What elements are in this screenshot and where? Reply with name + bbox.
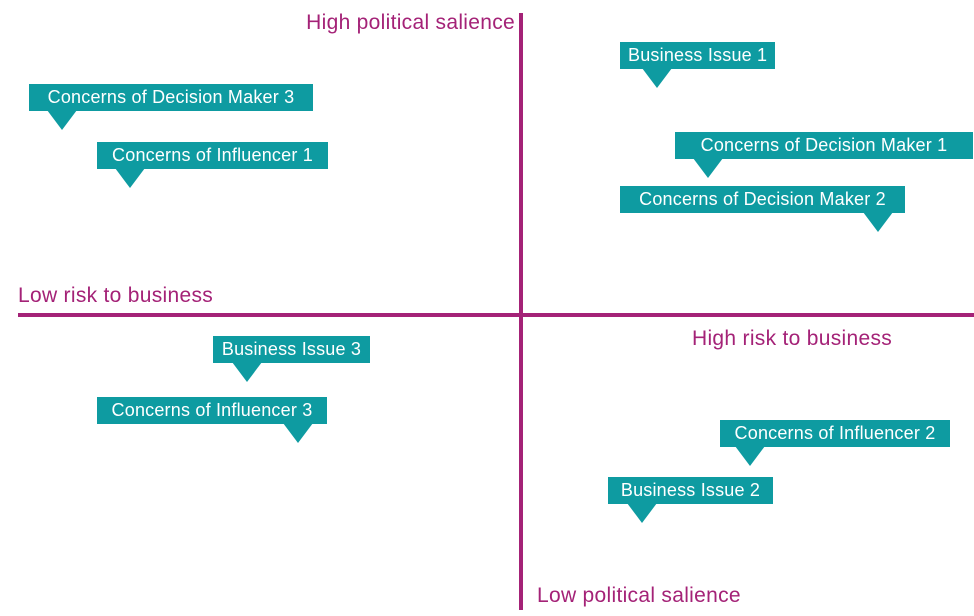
marker-label: Business Issue 2 bbox=[608, 477, 773, 504]
marker-concerns-of-decision-maker-3: Concerns of Decision Maker 3 bbox=[29, 84, 313, 130]
marker-tail bbox=[693, 158, 723, 178]
marker-concerns-of-decision-maker-1: Concerns of Decision Maker 1 bbox=[675, 132, 973, 178]
marker-tail bbox=[115, 168, 145, 188]
marker-tail bbox=[735, 446, 765, 466]
marker-label: Concerns of Decision Maker 2 bbox=[620, 186, 905, 213]
axis-label-high-political-salience: High political salience bbox=[306, 11, 515, 34]
marker-tail bbox=[283, 423, 313, 443]
marker-label: Concerns of Decision Maker 1 bbox=[675, 132, 973, 159]
marker-business-issue-1: Business Issue 1 bbox=[620, 42, 775, 88]
marker-label: Business Issue 1 bbox=[620, 42, 775, 69]
marker-business-issue-3: Business Issue 3 bbox=[213, 336, 370, 382]
marker-label: Concerns of Influencer 1 bbox=[97, 142, 328, 169]
marker-concerns-of-decision-maker-2: Concerns of Decision Maker 2 bbox=[620, 186, 905, 232]
marker-concerns-of-influencer-1: Concerns of Influencer 1 bbox=[97, 142, 328, 188]
business-risk-axis-line bbox=[18, 313, 974, 317]
marker-label: Concerns of Influencer 2 bbox=[720, 420, 950, 447]
marker-tail bbox=[642, 68, 672, 88]
axis-label-low-risk-to-business: Low risk to business bbox=[18, 284, 214, 307]
axis-label-high-risk-to-business: High risk to business bbox=[692, 327, 893, 350]
marker-tail bbox=[47, 110, 77, 130]
marker-tail bbox=[232, 362, 262, 382]
marker-business-issue-2: Business Issue 2 bbox=[608, 477, 773, 523]
marker-concerns-of-influencer-3: Concerns of Influencer 3 bbox=[97, 397, 327, 443]
marker-label: Business Issue 3 bbox=[213, 336, 370, 363]
marker-concerns-of-influencer-2: Concerns of Influencer 2 bbox=[720, 420, 950, 466]
axis-label-low-political-salience: Low political salience bbox=[537, 584, 741, 607]
marker-label: Concerns of Influencer 3 bbox=[97, 397, 327, 424]
marker-tail bbox=[863, 212, 893, 232]
marker-tail bbox=[627, 503, 657, 523]
marker-label: Concerns of Decision Maker 3 bbox=[29, 84, 313, 111]
political-salience-axis-line bbox=[519, 13, 523, 610]
